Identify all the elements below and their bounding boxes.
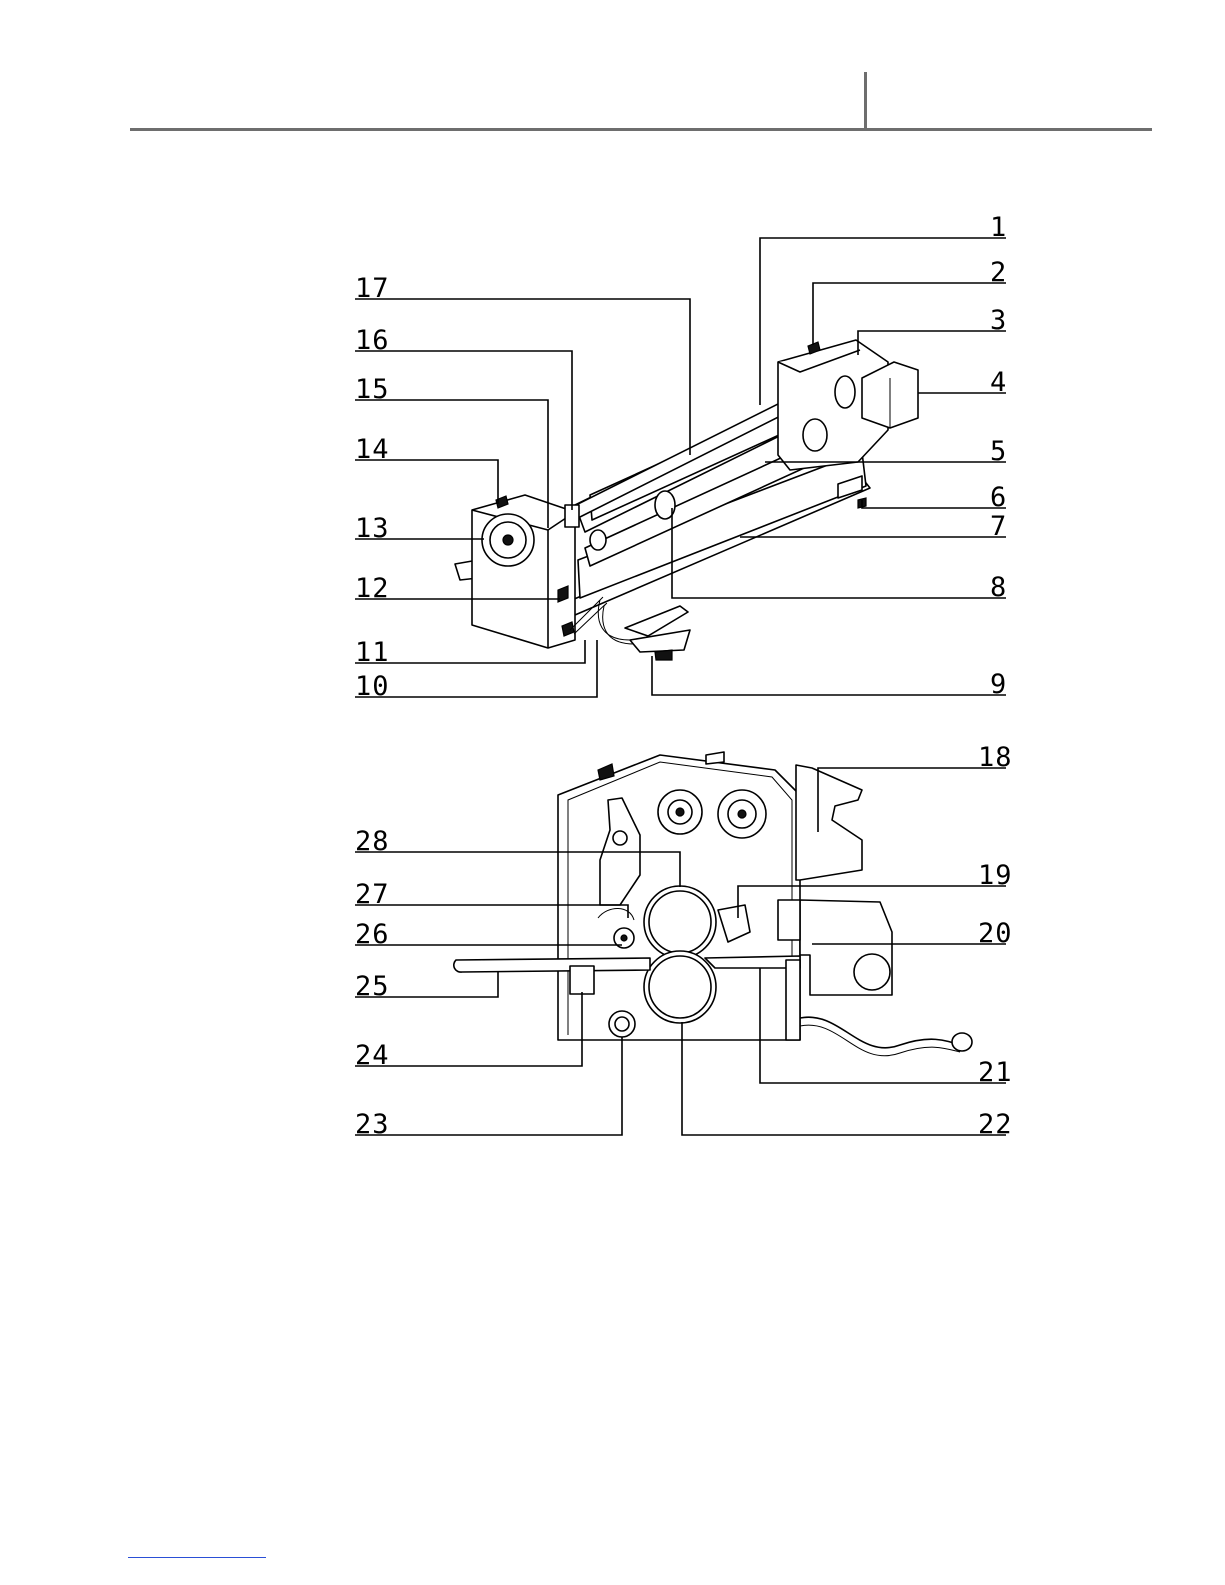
footer-link-underline[interactable] (128, 1557, 266, 1558)
callout-10: 10 (355, 671, 390, 702)
callout-20: 20 (978, 918, 1013, 949)
callout-23: 23 (355, 1109, 390, 1140)
callout-26: 26 (355, 919, 390, 950)
laminator-side-section (454, 752, 972, 1056)
callout-21: 21 (978, 1057, 1013, 1088)
callout-24: 24 (355, 1040, 390, 1071)
callout-28: 28 (355, 826, 390, 857)
callout-5: 5 (990, 436, 1007, 467)
callout-17: 17 (355, 273, 390, 304)
callout-1: 1 (990, 212, 1007, 243)
callout-11: 11 (355, 637, 390, 668)
callout-6: 6 (990, 482, 1007, 513)
callout-2: 2 (990, 257, 1007, 288)
callout-27: 27 (355, 879, 390, 910)
callout-22: 22 (978, 1109, 1013, 1140)
callout-7: 7 (990, 511, 1007, 542)
callout-16: 16 (355, 325, 390, 356)
laminator-perspective-view (455, 340, 918, 660)
callout-15: 15 (355, 374, 390, 405)
callout-8: 8 (990, 572, 1007, 603)
callout-9: 9 (990, 669, 1007, 700)
callout-19: 19 (978, 860, 1013, 891)
callout-13: 13 (355, 513, 390, 544)
callout-4: 4 (990, 367, 1007, 398)
callout-3: 3 (990, 305, 1007, 336)
callout-12: 12 (355, 573, 390, 604)
callout-14: 14 (355, 434, 390, 465)
callout-18: 18 (978, 742, 1013, 773)
callout-25: 25 (355, 971, 390, 1002)
